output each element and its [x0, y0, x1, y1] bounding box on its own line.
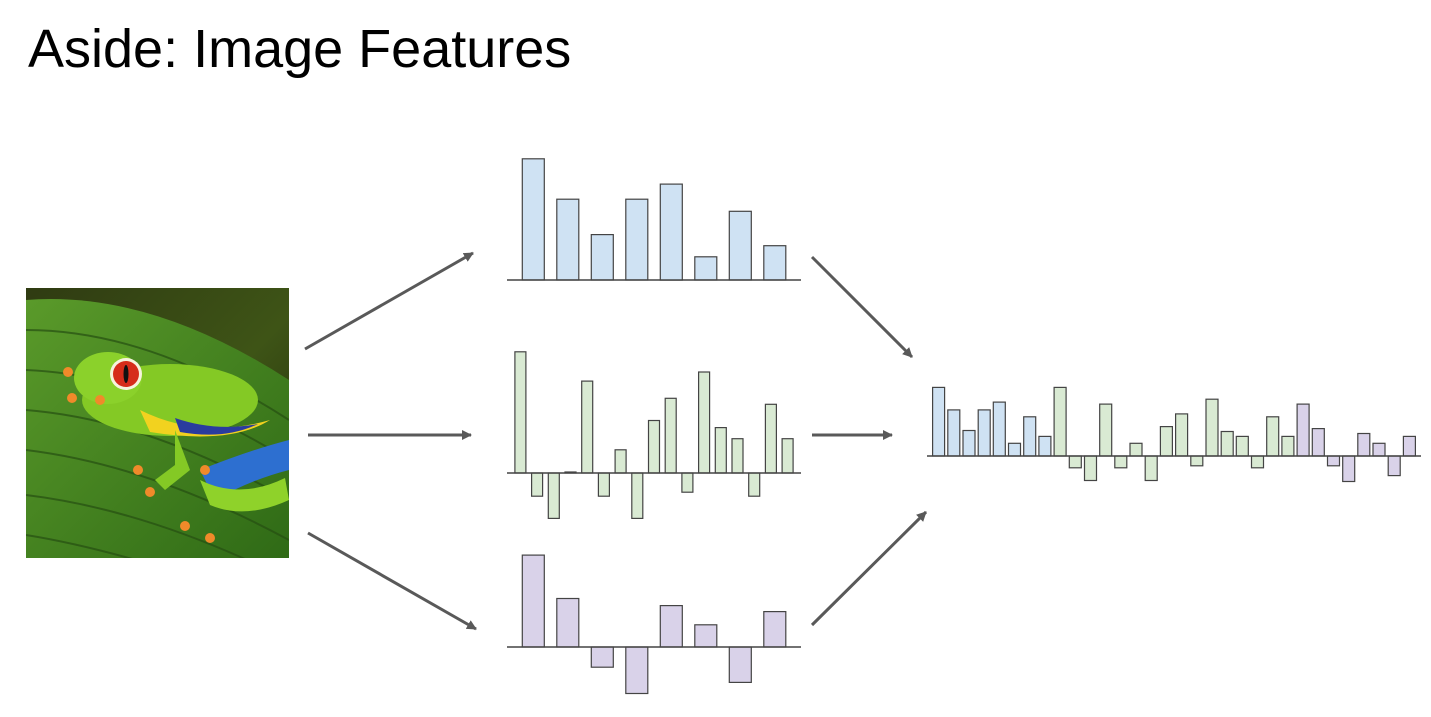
- bar: [697, 371, 711, 474]
- bar: [547, 472, 560, 520]
- bar: [781, 438, 794, 474]
- bar: [714, 427, 727, 474]
- bar: [590, 234, 614, 281]
- bar: [521, 158, 545, 281]
- bar: [1250, 455, 1265, 469]
- arrow-hist-3-to-vector: [810, 510, 928, 627]
- bar: [647, 419, 661, 474]
- bar: [763, 610, 787, 648]
- bar: [681, 472, 694, 493]
- bar: [764, 403, 778, 474]
- bar: [581, 380, 594, 474]
- arrow-hist-1-to-vector: [810, 255, 914, 359]
- bar: [748, 472, 761, 497]
- arrow-image-to-hist-3: [307, 531, 477, 631]
- bar: [1326, 455, 1341, 467]
- bar: [694, 624, 718, 648]
- bar: [1190, 455, 1204, 467]
- bar: [1311, 428, 1325, 457]
- bar: [1144, 455, 1158, 482]
- bar: [659, 183, 683, 281]
- bar: [1357, 432, 1371, 457]
- bar: [1281, 435, 1295, 457]
- bar: [1159, 426, 1174, 457]
- bar: [728, 210, 752, 281]
- bar: [614, 449, 627, 474]
- bar: [597, 472, 611, 497]
- bar: [590, 646, 614, 668]
- bar: [931, 386, 946, 457]
- bar: [977, 409, 991, 457]
- bar: [1083, 455, 1098, 482]
- feature-histogram-1: [507, 158, 801, 281]
- bar: [1174, 413, 1189, 457]
- slide-title: Aside: Image Features: [28, 19, 572, 79]
- bar: [731, 438, 744, 474]
- bar: [962, 429, 976, 457]
- bar: [1007, 442, 1022, 457]
- bar: [1114, 455, 1128, 469]
- feature-histogram-3: [507, 554, 801, 695]
- bar: [521, 554, 545, 648]
- bar: [514, 351, 527, 474]
- bar: [694, 256, 718, 281]
- bar: [1038, 435, 1052, 457]
- bar: [1342, 455, 1356, 483]
- bar: [1387, 455, 1401, 477]
- bar: [1023, 416, 1037, 457]
- bar: [1053, 386, 1067, 457]
- bar: [631, 472, 644, 520]
- bar: [1402, 435, 1417, 457]
- bar: [556, 198, 580, 281]
- bar: [664, 397, 677, 474]
- feature-histogram-2: [507, 351, 801, 520]
- bar: [992, 401, 1006, 457]
- bar: [556, 597, 580, 648]
- bar: [1068, 455, 1082, 469]
- bar: [530, 472, 544, 497]
- bar: [625, 646, 649, 695]
- bar: [1099, 403, 1113, 457]
- bar: [1205, 398, 1219, 457]
- arrow-image-to-hist-1: [304, 251, 474, 351]
- bar: [1235, 435, 1249, 457]
- bar: [1129, 442, 1143, 457]
- bar: [625, 198, 649, 281]
- bar: [1296, 403, 1310, 457]
- frog-image: [26, 288, 289, 558]
- concatenated-feature-vector: [927, 386, 1421, 483]
- bar: [1372, 442, 1386, 457]
- bar: [1220, 430, 1234, 457]
- bar: [728, 646, 752, 684]
- bar: [1266, 416, 1280, 457]
- bar: [659, 604, 683, 648]
- bar: [947, 409, 961, 457]
- bar: [763, 245, 787, 281]
